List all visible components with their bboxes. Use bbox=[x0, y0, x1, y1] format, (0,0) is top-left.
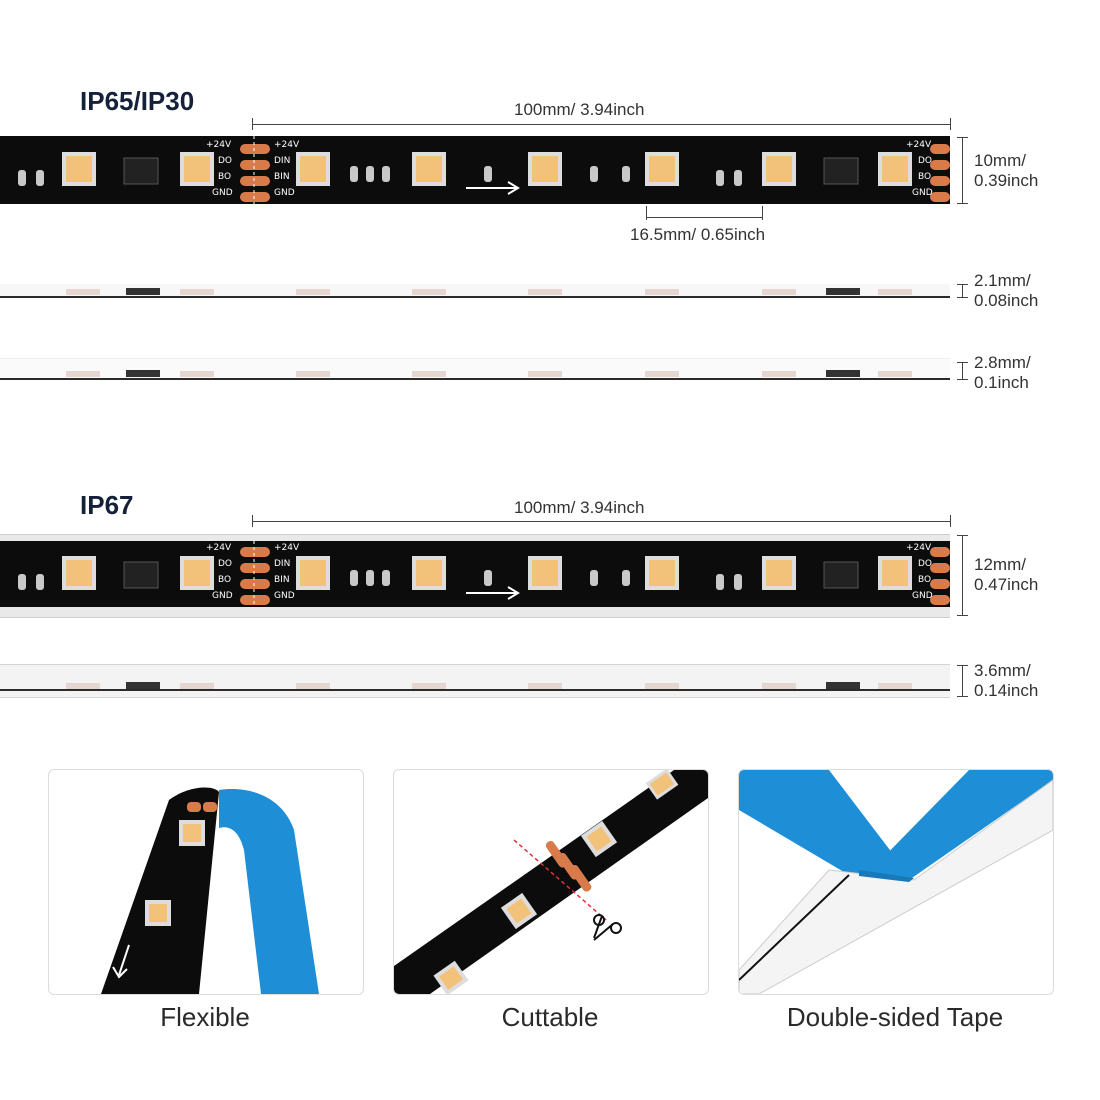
svg-text:GND: GND bbox=[274, 591, 295, 601]
cuttable-caption: Cuttable bbox=[501, 1002, 599, 1032]
svg-text:GND: GND bbox=[912, 591, 933, 601]
ip67-thick-inch: 0.14inch bbox=[974, 681, 1039, 700]
svg-text:+24V: +24V bbox=[206, 543, 232, 553]
ip67-thick-tick-top bbox=[957, 665, 968, 666]
svg-text:DO: DO bbox=[918, 156, 932, 166]
tape-illustration bbox=[739, 770, 1053, 994]
ip65-length-label: 100mm/ 3.94inch bbox=[514, 100, 645, 119]
svg-text:DO: DO bbox=[218, 559, 232, 569]
svg-text:BO: BO bbox=[918, 172, 931, 182]
svg-text:BO: BO bbox=[918, 575, 931, 585]
thick2-tick-bottom bbox=[957, 379, 968, 380]
ip67-thick-mm: 3.6mm/ bbox=[974, 661, 1031, 680]
thick2-mm: 2.8mm/ bbox=[974, 353, 1031, 372]
ip65-width-inch: 0.39inch bbox=[974, 171, 1039, 190]
ip67-thick-tick-bottom bbox=[957, 696, 968, 697]
svg-text:GND: GND bbox=[274, 188, 295, 198]
ip67-thick-dimension-line bbox=[962, 665, 963, 696]
ip67-width-tick-top bbox=[957, 535, 968, 536]
pitch-tick-left bbox=[646, 206, 647, 220]
svg-text:+24V: +24V bbox=[274, 543, 300, 553]
ip65-led-strip: +24V DO BO GND +24V DIN BIN GND +24V DO … bbox=[0, 136, 950, 204]
ip65-side-profile-coated bbox=[0, 358, 950, 379]
svg-text:GND: GND bbox=[212, 188, 233, 198]
ip65-width-mm: 10mm/ bbox=[974, 151, 1026, 170]
ip67-strip-circuit: +24V DO BO GND +24V DIN BIN GND +24V DO … bbox=[18, 541, 950, 607]
svg-text:BO: BO bbox=[218, 172, 231, 182]
cuttable-card bbox=[393, 769, 709, 995]
ip67-profile-components bbox=[0, 682, 950, 691]
flexible-illustration bbox=[101, 787, 319, 994]
svg-text:DIN: DIN bbox=[274, 156, 290, 166]
thick2-label: 2.8mm/ 0.1inch bbox=[974, 353, 1031, 393]
ip65-width-tick-top bbox=[957, 137, 968, 138]
svg-text:BIN: BIN bbox=[274, 575, 290, 585]
pitch-label: 16.5mm/ 0.65inch bbox=[630, 225, 766, 244]
svg-text:DO: DO bbox=[218, 156, 232, 166]
ip65-length-tick-right bbox=[950, 118, 951, 130]
flexible-card bbox=[48, 769, 364, 995]
thick2-inch: 0.1inch bbox=[974, 373, 1029, 392]
svg-text:+24V: +24V bbox=[206, 140, 232, 150]
flexible-caption: Flexible bbox=[160, 1002, 250, 1032]
ip67-title: IP67 bbox=[80, 490, 134, 520]
ip65-side-profile-thin bbox=[0, 284, 950, 296]
thick1-label: 2.1mm/ 0.08inch bbox=[974, 271, 1038, 311]
ip65-width-tick-bottom bbox=[957, 203, 968, 204]
ip67-side-profile bbox=[0, 664, 950, 698]
svg-text:+24V: +24V bbox=[274, 140, 300, 150]
ip67-length-tick-left bbox=[252, 515, 253, 527]
ip65-length-dimension-line bbox=[252, 124, 950, 125]
ip67-led-strip: +24V DO BO GND +24V DIN BIN GND +24V DO … bbox=[0, 541, 950, 607]
thick1-inch: 0.08inch bbox=[974, 291, 1039, 310]
ip65-profile-pcb-line bbox=[0, 296, 950, 298]
svg-text:BO: BO bbox=[218, 575, 231, 585]
thick1-tick-top bbox=[957, 284, 968, 285]
thick2-dimension-line bbox=[962, 362, 963, 380]
ip65-title: IP65/IP30 bbox=[80, 86, 195, 116]
pitch-tick-right bbox=[762, 206, 763, 220]
coated-profile-components bbox=[66, 370, 912, 377]
ip67-width-mm: 12mm/ bbox=[974, 555, 1026, 574]
svg-text:DO: DO bbox=[918, 559, 932, 569]
tape-card bbox=[738, 769, 1054, 995]
side-profile-components bbox=[66, 288, 912, 295]
ip67-length-label: 100mm/ 3.94inch bbox=[514, 498, 645, 517]
svg-text:GND: GND bbox=[212, 591, 233, 601]
ip65-length-tick-left bbox=[252, 118, 253, 130]
ip67-thick-label: 3.6mm/ 0.14inch bbox=[974, 661, 1038, 701]
thick2-tick-top bbox=[957, 362, 968, 363]
svg-text:+24V: +24V bbox=[906, 140, 932, 150]
ip67-length-tick-right bbox=[950, 515, 951, 527]
cuttable-illustration bbox=[394, 770, 708, 994]
ip67-width-label: 12mm/ 0.47inch bbox=[974, 555, 1038, 595]
tape-caption: Double-sided Tape bbox=[786, 1002, 1004, 1032]
svg-text:+24V: +24V bbox=[906, 543, 932, 553]
ip65-width-label: 10mm/ 0.39inch bbox=[974, 151, 1038, 191]
thick1-tick-bottom bbox=[957, 297, 968, 298]
svg-text:GND: GND bbox=[912, 188, 933, 198]
ip67-width-tick-bottom bbox=[957, 615, 968, 616]
ip65-coated-pcb-line bbox=[0, 378, 950, 380]
svg-text:BIN: BIN bbox=[274, 172, 290, 182]
ip67-width-dimension-line bbox=[962, 535, 963, 615]
ip65-strip-circuit: +24V DO BO GND +24V DIN BIN GND +24V DO … bbox=[18, 136, 950, 204]
pitch-dimension-line bbox=[646, 217, 763, 218]
thick1-mm: 2.1mm/ bbox=[974, 271, 1031, 290]
thick1-dimension-line bbox=[962, 284, 963, 298]
ip67-width-inch: 0.47inch bbox=[974, 575, 1039, 594]
ip67-length-dimension-line bbox=[252, 521, 950, 522]
svg-text:DIN: DIN bbox=[274, 559, 290, 569]
ip65-width-dimension-line bbox=[962, 137, 963, 203]
